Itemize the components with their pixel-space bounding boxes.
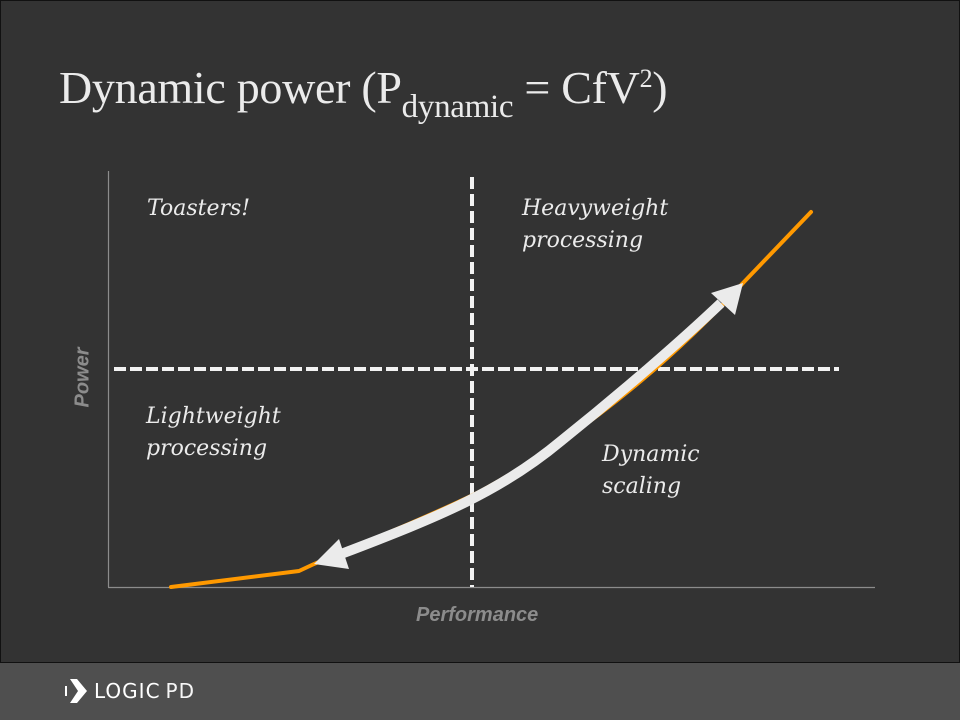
title-superscript: 2 — [639, 64, 653, 93]
logo-chevron-icon — [65, 679, 87, 703]
x-axis-label: Performance — [416, 604, 539, 626]
scaling-arrow-shaft — [339, 299, 725, 559]
slide: Dynamic power (Pdynamic = CfV2) Toasters… — [0, 0, 960, 663]
arrow-head-up-icon — [711, 283, 743, 315]
title-subscript: dynamic — [401, 89, 514, 125]
quadrant-label-lightweight: Lightweight processing — [146, 404, 281, 461]
power-performance-diagram — [107, 171, 875, 589]
quadrant-label-toasters: Toasters! — [147, 196, 251, 221]
power-curve — [169, 210, 813, 589]
arrow-head-down-icon — [314, 539, 349, 569]
slide-title: Dynamic power (Pdynamic = CfV2) — [59, 62, 668, 125]
y-axis-label: Power — [71, 347, 94, 408]
annotation-dynamic-scaling: Dynamic scaling — [602, 442, 700, 499]
quadrant-label-heavyweight: Heavyweight processing — [522, 196, 669, 253]
